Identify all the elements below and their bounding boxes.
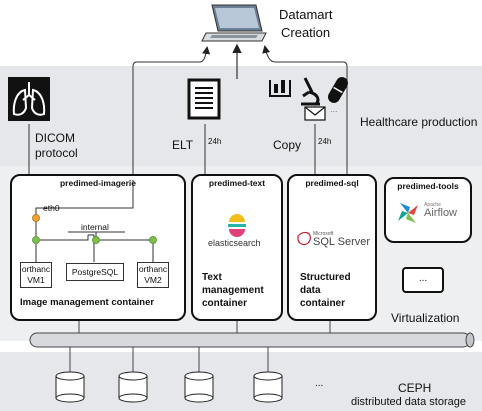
storage-ellipsis: ... xyxy=(315,378,324,389)
text-caption-line2: management xyxy=(202,285,264,296)
container-imagerie-title: predimed-imagerie xyxy=(59,178,137,188)
virtualization-label: Virtualization xyxy=(391,311,460,325)
container-sql[interactable]: predimed-sql xyxy=(287,174,377,321)
source-ellipsis: ... xyxy=(330,104,338,114)
container-tools[interactable]: predimed-tools xyxy=(384,177,472,243)
elt-period: 24h xyxy=(208,137,222,146)
container-text-title: predimed-text xyxy=(208,178,266,188)
healthcare-production-label: Healthcare production xyxy=(360,115,478,129)
orthanc-vm2-box[interactable]: orthanc VM2 xyxy=(137,262,169,288)
lab-bench-icon xyxy=(269,80,291,97)
container-tools-title: predimed-tools xyxy=(397,181,459,191)
storage-disk-4 xyxy=(253,371,283,403)
dicom-label-line1: DICOM xyxy=(35,131,75,145)
eth0-node-icon xyxy=(32,214,40,222)
postgresql-label: PostgreSQL xyxy=(71,267,119,277)
sql-caption-line2: data xyxy=(300,285,321,296)
postgresql-box[interactable]: PostgreSQL xyxy=(66,263,124,281)
more-tools-box[interactable]: ... xyxy=(402,267,444,293)
pill-icon xyxy=(328,77,348,103)
text-caption-line1: Text xyxy=(202,272,222,283)
container-imagerie[interactable]: predimed-imagerie xyxy=(10,174,186,321)
dicom-label-line2: protocol xyxy=(35,146,78,160)
orthanc-vm2-line2: VM2 xyxy=(144,275,162,285)
orthanc-vm1-line1: orthanc xyxy=(21,264,51,274)
lungs-icon xyxy=(8,77,50,121)
datamart-title-line2: Creation xyxy=(281,25,331,40)
elasticsearch-logo-text: elasticsearch xyxy=(208,238,261,248)
sql-caption-line1: Structured xyxy=(300,272,351,283)
airflow-logo-text: Airflow xyxy=(424,207,458,219)
orthanc-vm1-line2: VM1 xyxy=(27,275,45,285)
microscope-icon xyxy=(301,77,320,106)
imagerie-caption: Image management container xyxy=(20,297,155,308)
eth0-label: eth0 xyxy=(43,203,60,213)
sql-logo-text: SQL Server xyxy=(313,236,371,248)
sql-logo-small: Microsoft xyxy=(313,231,334,237)
storage-disk-1 xyxy=(55,371,85,403)
node-postgres-icon xyxy=(92,236,100,244)
text-caption-line3: container xyxy=(202,298,248,309)
elt-label: ELT xyxy=(172,138,194,152)
text-document-icon xyxy=(187,78,221,120)
copy-label: Copy xyxy=(273,138,302,152)
container-text[interactable]: predimed-text xyxy=(191,174,283,321)
airflow-logo-small: Apache xyxy=(424,202,441,208)
storage-disk-2 xyxy=(118,371,148,403)
laptop-icon xyxy=(201,4,267,42)
node-vm1-icon xyxy=(32,236,40,244)
copy-period: 24h xyxy=(318,137,332,146)
storage-disk-3 xyxy=(184,371,214,403)
orthanc-vm2-line1: orthanc xyxy=(138,264,168,274)
node-vm2-icon xyxy=(149,236,157,244)
more-tools-label: ... xyxy=(418,273,428,284)
internal-label: internal xyxy=(81,222,109,232)
datamart-title-line1: Datamart xyxy=(279,7,333,22)
sql-caption-line3: container xyxy=(300,298,346,309)
healthcare-production-band xyxy=(0,66,482,166)
container-sql-title: predimed-sql xyxy=(305,178,359,188)
orthanc-vm1-box[interactable]: orthanc VM1 xyxy=(20,262,52,288)
storage-label-line2: distributed data storage xyxy=(351,396,466,408)
envelope-icon xyxy=(304,106,326,121)
storage-label-line1: CEPH xyxy=(398,381,432,395)
virtualization-bus xyxy=(29,332,475,348)
